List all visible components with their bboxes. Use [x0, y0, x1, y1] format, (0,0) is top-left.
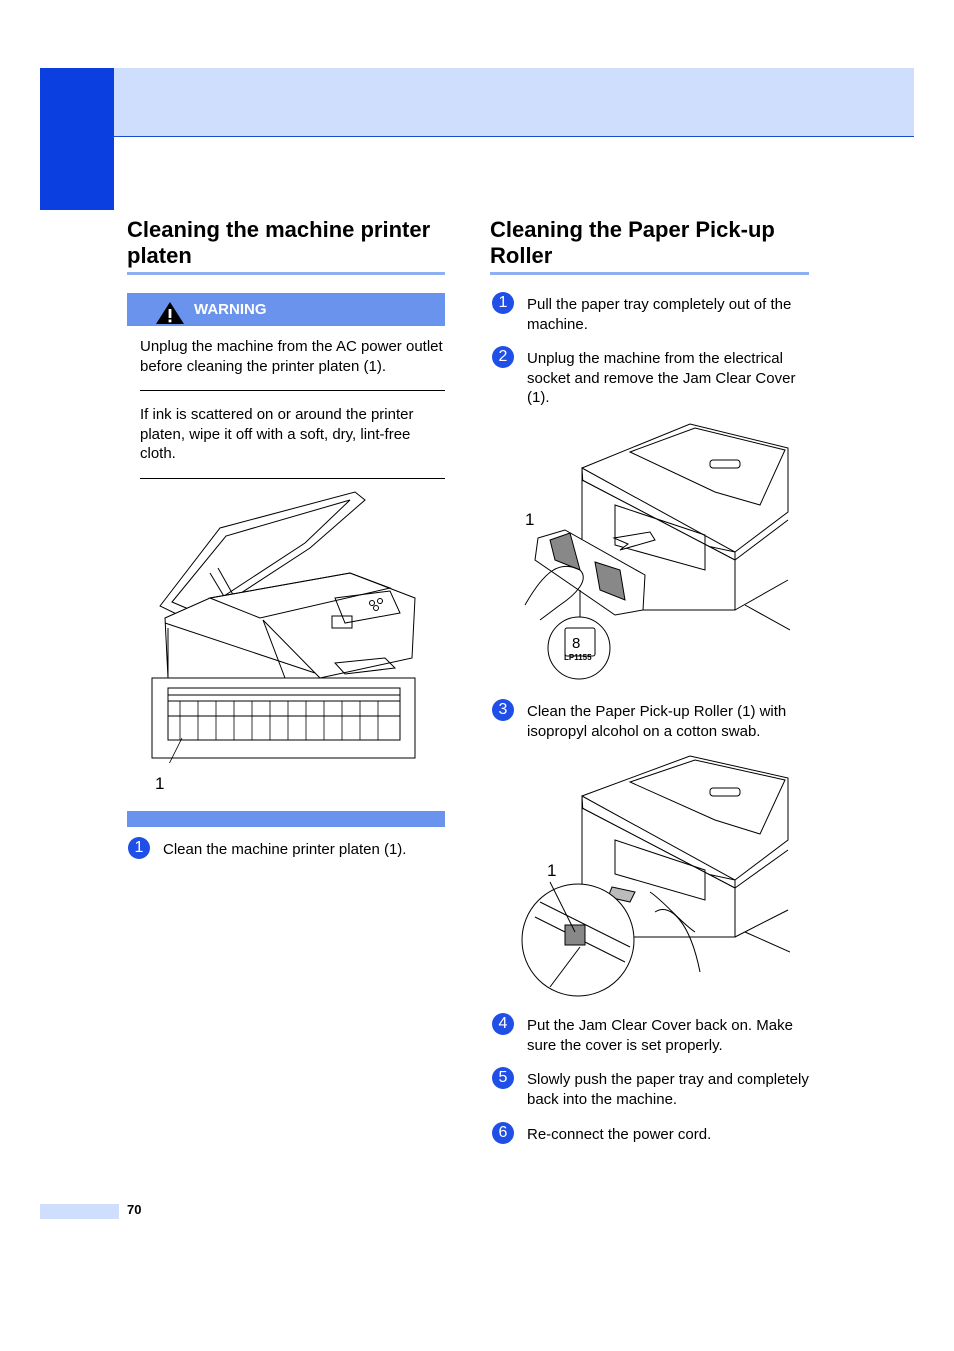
footer-bar: [40, 1204, 119, 1219]
figure-badge: LP1155: [564, 653, 592, 662]
step-text: Slowly push the paper tray and completel…: [527, 1071, 809, 1108]
step-number: 6: [492, 1122, 514, 1144]
warning-text-2: If ink is scattered on or around the pri…: [140, 406, 414, 462]
heading-rule: [127, 272, 445, 275]
divider: [140, 390, 445, 391]
step-number: 5: [492, 1067, 514, 1089]
divider: [140, 478, 445, 479]
chapter-header-band: [113, 68, 914, 137]
step-number: 1: [128, 837, 150, 859]
chapter-tab: [40, 68, 114, 210]
warning-label: WARNING: [194, 301, 267, 318]
warning-text-1: Unplug the machine from the AC power out…: [140, 338, 443, 375]
jam-cover-illustration: 8: [524, 423, 790, 680]
figure-callout: 1: [525, 510, 535, 529]
step-text: Put the Jam Clear Cover back on. Make su…: [527, 1017, 793, 1054]
warning-bar: WARNING: [127, 293, 445, 326]
step-number: 3: [492, 699, 514, 721]
procedure-bar: [127, 811, 445, 827]
figure-callout: 1: [155, 774, 165, 793]
step-number: 4: [492, 1013, 514, 1035]
step-text: Pull the paper tray completely out of th…: [527, 296, 792, 333]
figure-callout: 1: [547, 861, 557, 880]
printer-platen-illustration: [151, 491, 416, 763]
heading-rule: [490, 272, 809, 275]
step-text: Clean the Paper Pick-up Roller (1) with …: [527, 703, 787, 740]
step-number: 2: [492, 346, 514, 368]
roller-cleaning-illustration: [521, 755, 790, 997]
step-text: Unplug the machine from the electrical s…: [527, 350, 796, 406]
step-text: Clean the machine printer platen (1).: [163, 841, 407, 858]
section-heading-platen: Cleaning the machine printer platen: [127, 217, 431, 268]
step-text: Re-connect the power cord.: [527, 1126, 712, 1143]
badge-glyph: 8: [572, 635, 580, 652]
section-heading-roller: Cleaning the Paper Pick-up Roller: [490, 217, 775, 268]
warning-icon: [156, 302, 184, 324]
page-number: 70: [127, 1202, 142, 1217]
step-number: 1: [492, 292, 514, 314]
